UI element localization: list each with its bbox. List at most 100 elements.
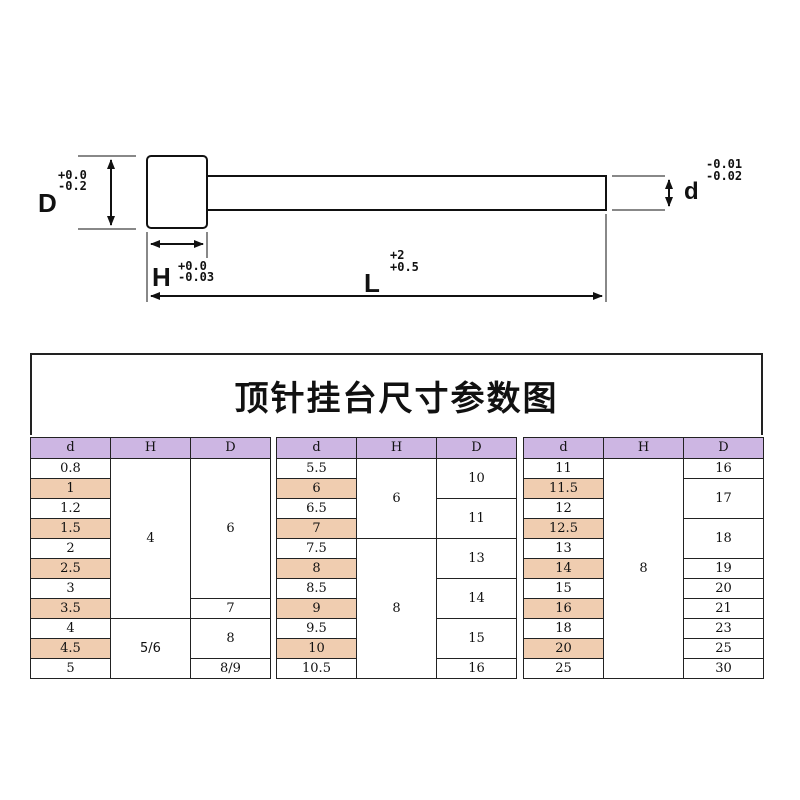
cell-D: 17	[683, 478, 764, 519]
cell-d: 16	[523, 598, 604, 619]
table-title-box: 顶针挂台尺寸参数图	[30, 353, 763, 435]
cell-d: 15	[523, 578, 604, 599]
table-row: 9	[276, 598, 517, 619]
cell-H: 8	[356, 538, 437, 679]
cell-d: 7	[276, 518, 357, 539]
table-row: 1.2	[30, 498, 271, 519]
table-row: 5 8/9	[30, 658, 271, 679]
cell-d: 4	[30, 618, 111, 639]
cell-D: 23	[683, 618, 764, 639]
cell-D: 14	[436, 578, 517, 619]
cell-d: 5.5	[276, 458, 357, 479]
cell-d: 1.2	[30, 498, 111, 519]
cell-d: 3.5	[30, 598, 111, 619]
cell-D: 16	[683, 458, 764, 479]
cell-d: 1.5	[30, 518, 111, 539]
cell-d: 20	[523, 638, 604, 659]
L-tol-lower: +0.5	[390, 260, 419, 274]
pin-head	[146, 155, 208, 229]
cell-d: 0.8	[30, 458, 111, 479]
cell-d: 11	[523, 458, 604, 479]
table-row: 2.5	[30, 558, 271, 579]
cell-D: 15	[436, 618, 517, 659]
cell-D: 11	[436, 498, 517, 539]
cell-d: 13	[523, 538, 604, 559]
cell-H: 8	[603, 458, 684, 679]
cell-D: 18	[683, 518, 764, 559]
table-row: 7	[276, 518, 517, 539]
cell-D: 13	[436, 538, 517, 579]
column-header-d: d	[30, 437, 111, 459]
table-row: 14 19	[523, 558, 764, 579]
cell-d: 11.5	[523, 478, 604, 499]
cell-D: 30	[683, 658, 764, 679]
column-header-H: H	[603, 437, 684, 459]
d-label: d	[684, 178, 699, 205]
cell-D: 10	[436, 458, 517, 499]
H-label: H	[152, 262, 171, 292]
cell-d: 12.5	[523, 518, 604, 539]
cell-d: 14	[523, 558, 604, 579]
table-row: 6	[276, 478, 517, 499]
column-header-D: D	[436, 437, 517, 459]
L-tol-upper: +2	[390, 248, 404, 262]
cell-D: 6	[190, 458, 271, 599]
cell-d: 9	[276, 598, 357, 619]
cell-d: 2	[30, 538, 111, 559]
table-row: 10	[276, 638, 517, 659]
cell-D: 8	[190, 618, 271, 659]
column-header-d: d	[276, 437, 357, 459]
cell-d: 5	[30, 658, 111, 679]
cell-d: 8	[276, 558, 357, 579]
cell-d: 25	[523, 658, 604, 679]
H-tol-upper: +0.0	[178, 259, 207, 273]
cell-d: 9.5	[276, 618, 357, 639]
column-header-d: d	[523, 437, 604, 459]
cell-D: 8/9	[190, 658, 271, 679]
cell-d: 10	[276, 638, 357, 659]
cell-d: 4.5	[30, 638, 111, 659]
cell-d: 6	[276, 478, 357, 499]
column-header-D: D	[190, 437, 271, 459]
H-tol-lower: -0.03	[178, 270, 214, 284]
table-row: 8.5 14	[276, 578, 517, 619]
table-row: 12	[523, 498, 764, 519]
d-tol-lower: -0.02	[706, 169, 742, 183]
cell-D: 20	[683, 578, 764, 599]
cell-D: 16	[436, 658, 517, 679]
cell-d: 8.5	[276, 578, 357, 599]
cell-d: 6.5	[276, 498, 357, 519]
table-row: 4.5	[30, 638, 271, 659]
table-row: 11.5 17	[523, 478, 764, 519]
table-row: 25 30	[523, 658, 764, 679]
cell-H: 6	[356, 458, 437, 539]
D-tol-upper: +0.0	[58, 168, 87, 182]
L-label: L	[364, 268, 380, 298]
D-label: D	[38, 188, 57, 218]
cell-d: 18	[523, 618, 604, 639]
cell-D: 21	[683, 598, 764, 619]
column-header-H: H	[110, 437, 191, 459]
cell-D: 25	[683, 638, 764, 659]
table-row: 6.5 11	[276, 498, 517, 539]
cell-d: 2.5	[30, 558, 111, 579]
cell-H: 5/6	[110, 618, 191, 679]
cell-D: 19	[683, 558, 764, 579]
table-row: 1.5	[30, 518, 271, 539]
cell-d: 1	[30, 478, 111, 499]
cell-H: 4	[110, 458, 191, 619]
column-header-H: H	[356, 437, 437, 459]
